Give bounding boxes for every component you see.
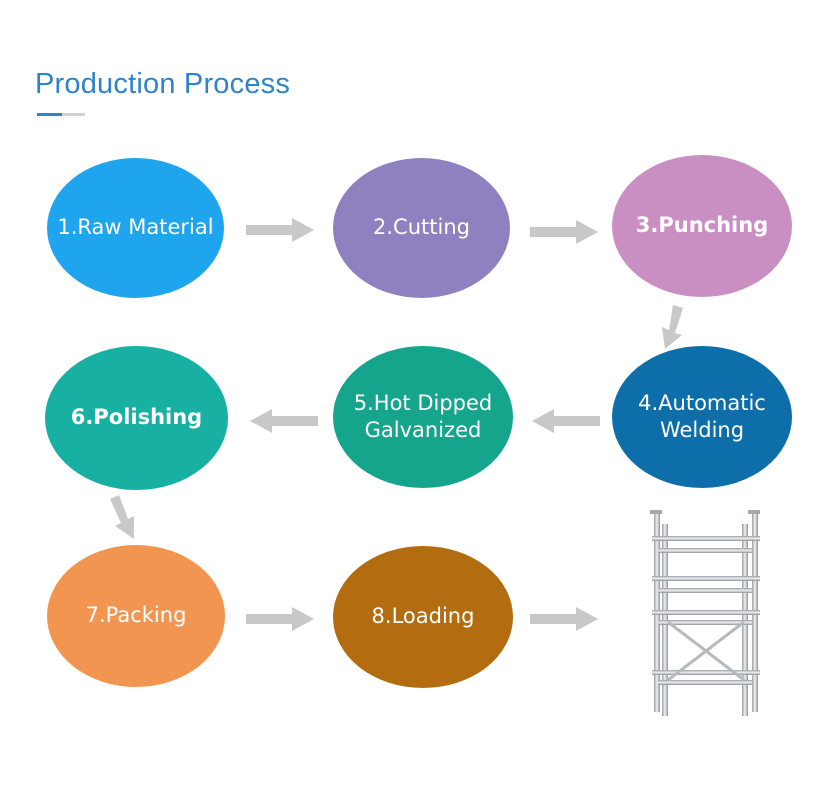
step-punching: 3.Punching xyxy=(612,155,792,297)
step-cutting: 2.Cutting xyxy=(333,158,510,298)
scaffolding-frame-image xyxy=(628,510,768,720)
arrow-down-right-icon xyxy=(110,495,140,539)
step-label-line1: 5.Hot Dipped xyxy=(353,390,493,415)
page-title: Production Process xyxy=(35,68,291,100)
arrow-left-icon xyxy=(250,409,318,433)
step-label-line1: 4.Automatic xyxy=(638,390,766,415)
step-label: 2.Cutting xyxy=(373,215,470,240)
arrow-right-icon xyxy=(246,218,314,242)
step-packing: 7.Packing xyxy=(47,545,225,687)
title-underline xyxy=(37,113,85,116)
step-raw-material: 1.Raw Material xyxy=(47,158,224,298)
step-loading: 8.Loading xyxy=(333,546,513,688)
arrow-right-icon xyxy=(246,607,314,631)
step-label: 1.Raw Material xyxy=(57,215,214,240)
step-label: 3.Punching xyxy=(635,213,769,238)
step-label-line2: Galvanized xyxy=(364,418,482,442)
underline-rest xyxy=(62,113,85,116)
step-label: 8.Loading xyxy=(371,604,475,629)
underline-accent xyxy=(37,113,62,116)
step-hot-dipped-galvanized: 5.Hot Dipped Galvanized xyxy=(333,346,513,488)
step-polishing: 6.Polishing xyxy=(45,346,228,490)
arrow-right-icon xyxy=(530,607,598,631)
step-label: 6.Polishing xyxy=(70,405,203,430)
arrow-right-icon xyxy=(530,220,598,244)
step-automatic-welding: 4.Automatic Welding xyxy=(612,346,792,488)
step-label: 7.Packing xyxy=(85,603,187,628)
step-label-line2: Welding xyxy=(659,418,745,442)
arrow-down-left-icon xyxy=(660,305,688,349)
arrow-left-icon xyxy=(532,409,600,433)
